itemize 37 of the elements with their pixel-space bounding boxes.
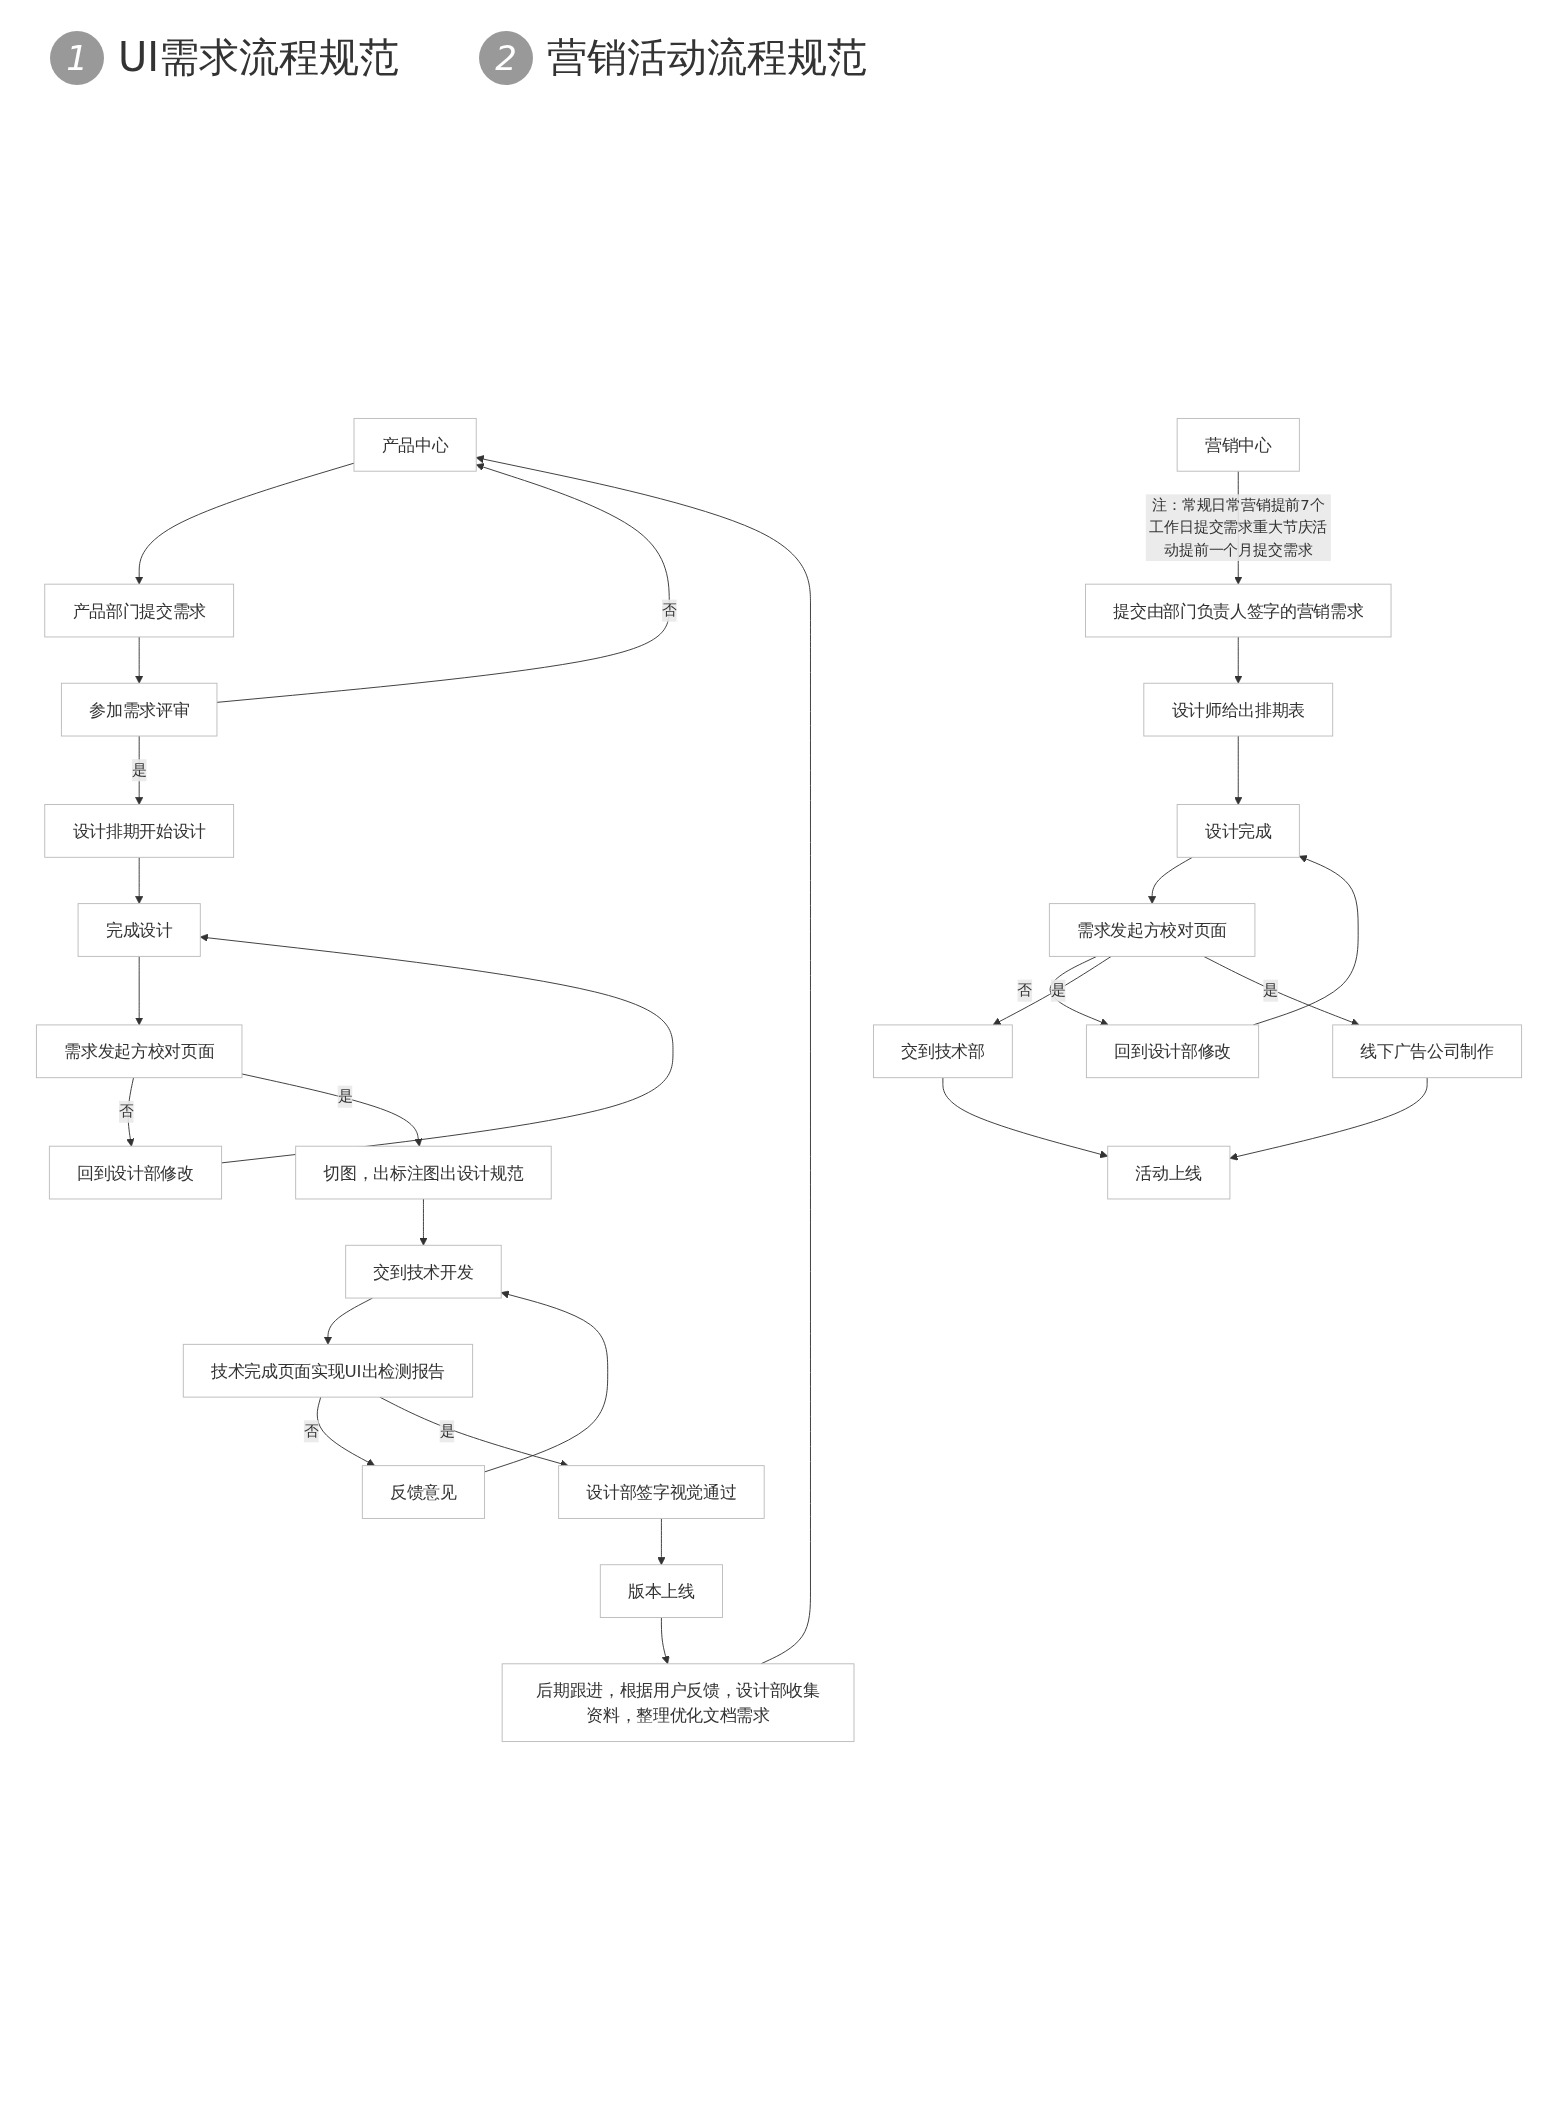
number-badge: 2 <box>479 30 534 85</box>
edge-label: 否 <box>1017 981 1033 999</box>
node-box: 后期跟进，根据用户反馈，设计部收集资料，整理优化文档需求 <box>501 1663 855 1743</box>
edge-label: 否 <box>303 1422 319 1440</box>
node-box: 交到技术部 <box>872 1024 1013 1079</box>
node-box: 完成设计 <box>77 903 201 957</box>
node-box: 版本上线 <box>599 1564 723 1618</box>
node-box: 切图，出标注图出设计规范 <box>295 1145 552 1200</box>
edge-label: 是 <box>337 1087 353 1106</box>
edge-label: 注：常规日常营销提前7个工作日提交需求重大节庆活动提前一个月提交需求 <box>1149 496 1328 559</box>
node-box: 需求发起方校对页面 <box>1048 903 1256 957</box>
node-box: 技术完成页面实现UI出检测报告 <box>182 1343 474 1398</box>
node-box: 参加需求评审 <box>60 682 218 737</box>
edge-label: 是 <box>1050 981 1066 999</box>
node-box: 回到设计部修改 <box>48 1145 223 1200</box>
number-badge: 1 <box>50 30 104 85</box>
node-box: 产品中心 <box>353 417 477 472</box>
section-heading: UI需求流程规范 <box>118 33 400 82</box>
node-box: 营销中心 <box>1176 417 1300 472</box>
node-box: 反馈意见 <box>361 1465 486 1519</box>
node-box: 回到设计部修改 <box>1085 1024 1260 1079</box>
node-box: 提交由部门负责人签字的营销需求 <box>1085 583 1392 638</box>
section-heading: 营销活动流程规范 <box>547 33 868 82</box>
edge-label: 否 <box>661 601 677 619</box>
node-box: 线下广告公司制作 <box>1332 1024 1523 1079</box>
node-box: 交到技术开发 <box>345 1244 502 1299</box>
node-box: 设计师给出排期表 <box>1143 682 1334 737</box>
node-box: 活动上线 <box>1107 1145 1231 1200</box>
node-box: 设计完成 <box>1176 804 1300 858</box>
node-box: 需求发起方校对页面 <box>35 1024 243 1079</box>
edge-label: 是 <box>439 1422 455 1440</box>
node-box: 设计部签字视觉通过 <box>558 1465 765 1519</box>
node-box: 设计排期开始设计 <box>44 804 235 858</box>
edge-label: 否 <box>118 1102 134 1121</box>
edge-label: 是 <box>1263 981 1279 999</box>
node-box: 产品部门提交需求 <box>44 583 235 638</box>
edge-label: 是 <box>131 761 147 779</box>
